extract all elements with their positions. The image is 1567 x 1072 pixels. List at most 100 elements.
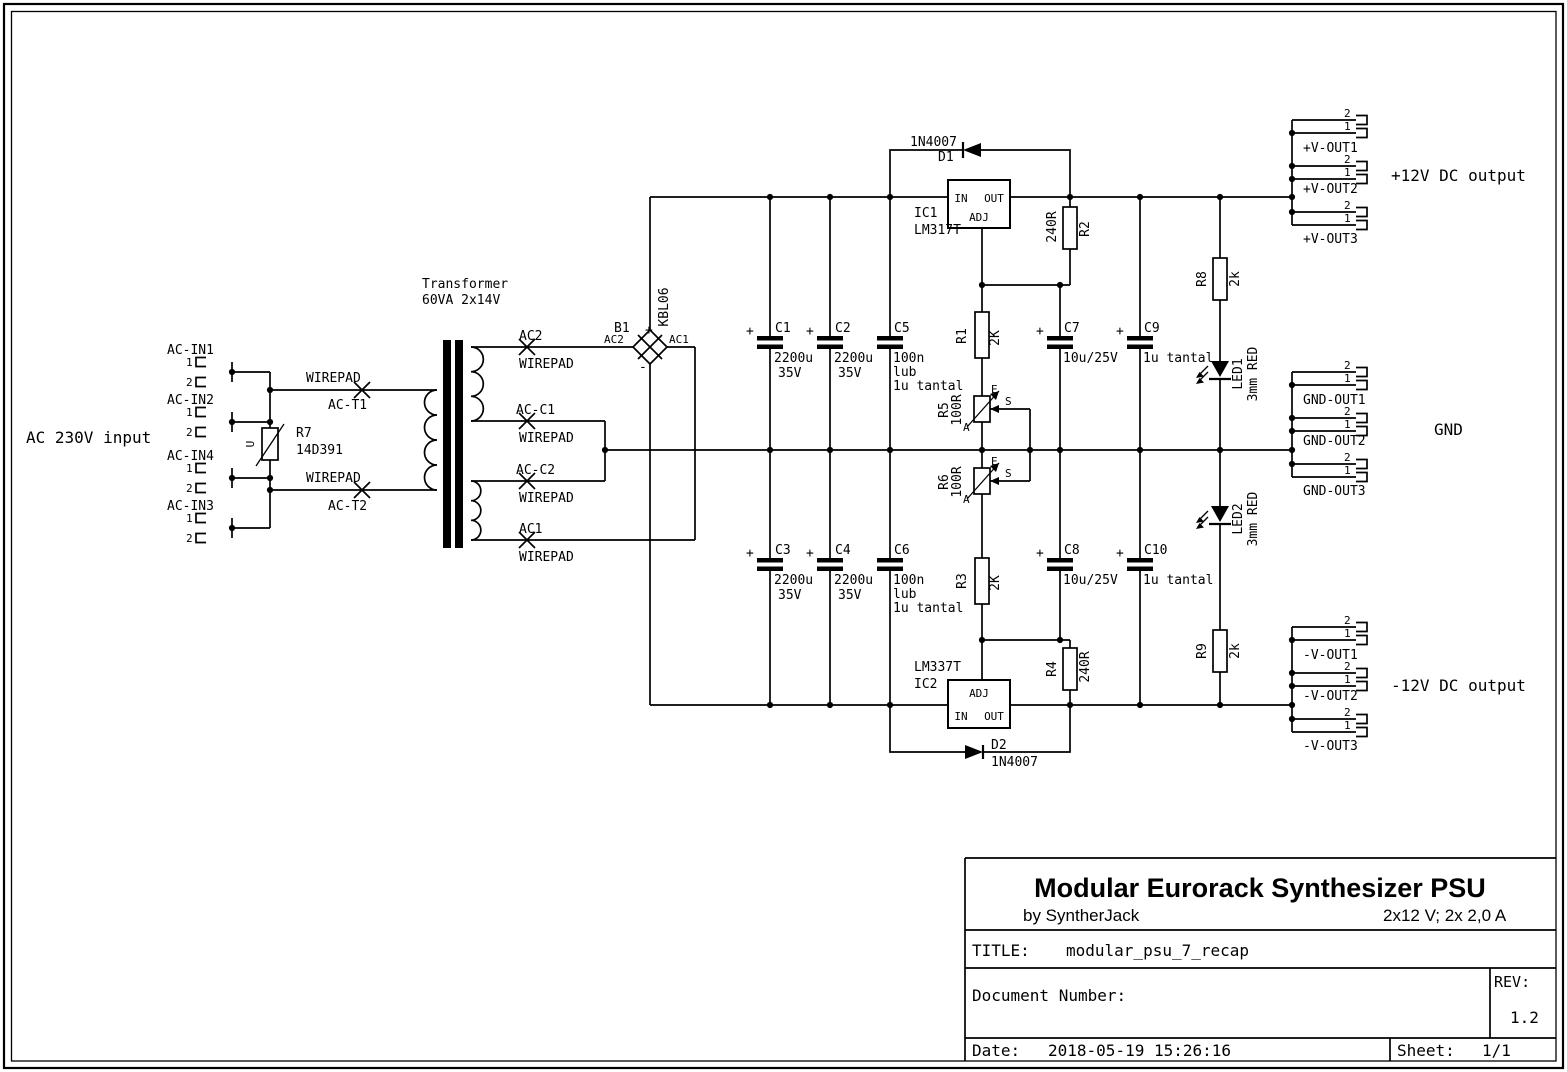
- led-led2: LED2 3mm RED: [1196, 491, 1261, 546]
- b1-minus: -: [639, 360, 647, 375]
- d1-value: 1N4007: [910, 135, 957, 150]
- rev-value: 1.2: [1510, 1008, 1539, 1027]
- pin-number: 1: [1344, 627, 1351, 640]
- r9-value: 2k: [1228, 643, 1243, 659]
- ic2-ref: IC2: [914, 677, 937, 692]
- wires-cap-columns: [769, 197, 891, 705]
- d2-ref: D2: [991, 738, 1007, 753]
- trimmer-r6: R6 100R E S A: [937, 455, 1012, 506]
- core-bar: [455, 340, 463, 548]
- c5-value1: 100n: [893, 351, 924, 366]
- c7-plus: +: [1036, 324, 1044, 339]
- junction-dots: [228, 129, 1296, 723]
- c2-ref: C2: [835, 321, 851, 336]
- wirepad-crosses: [353, 338, 536, 549]
- connector-name: AC-IN4: [167, 449, 214, 464]
- r3-value: 2K: [988, 575, 1003, 591]
- r1-ref: R1: [955, 328, 970, 344]
- resistor-r4: R4 240R: [1045, 647, 1093, 691]
- wirepad-ac-t1: WIREPAD AC-T1: [306, 371, 367, 413]
- wirepad-ac-c2: AC-C2 WIREPAD: [516, 463, 574, 506]
- c8-ref: C8: [1064, 543, 1080, 558]
- wires-transformer-secondary: [471, 346, 696, 541]
- pin-number: 1: [1344, 464, 1351, 477]
- wires-rails: [605, 196, 1292, 706]
- gnd-output-label: GND: [1434, 420, 1463, 439]
- c6-value1: 100n: [893, 573, 924, 588]
- wirepad-name: AC-T2: [328, 499, 367, 514]
- wirepad-label: WIREPAD: [306, 371, 361, 386]
- c6-ref: C6: [894, 543, 910, 558]
- connector-pos-out3: 2 1 +V-OUT3: [1303, 199, 1358, 247]
- regulator-ic2: ADJ IN OUT LM337T IC2: [914, 660, 1011, 729]
- wirepad-name: AC1: [519, 522, 542, 537]
- c1-voltage: 35V: [778, 366, 802, 381]
- input-pin-pads: [195, 356, 206, 544]
- b1-ac2-pin: AC2: [604, 333, 624, 346]
- transformer-value: 60VA 2x14V: [422, 293, 500, 308]
- pin-number: 2: [186, 426, 193, 439]
- c8-value: 10u/25V: [1063, 573, 1118, 588]
- connector-name: -V-OUT2: [1303, 689, 1358, 704]
- resistor-r3: R3 2K: [955, 557, 1003, 605]
- wire-layer: [231, 119, 1356, 753]
- transformer: Transformer 60VA 2x14V: [422, 277, 508, 548]
- c3-voltage: 35V: [778, 588, 802, 603]
- ic1-adj-pin: ADJ: [969, 211, 989, 224]
- capacitor-c3: + C3 2200u 35V: [746, 543, 813, 603]
- title-field-value: modular_psu_7_recap: [1066, 941, 1249, 960]
- pin-number: 1: [1344, 719, 1351, 732]
- pin-number: 2: [1344, 359, 1351, 372]
- doc-title: Modular Eurorack Synthesizer PSU: [1034, 873, 1486, 903]
- connector-neg-out2: 2 1 -V-OUT2: [1303, 660, 1358, 704]
- r6-e-pin: E: [991, 455, 998, 468]
- wirepad-name: AC2: [519, 329, 542, 344]
- connector-ac-in1: AC-IN1 1 2: [167, 343, 214, 389]
- connector-name: -V-OUT3: [1303, 739, 1358, 754]
- c5-ref: C5: [894, 321, 910, 336]
- led1-ref: LED1: [1231, 358, 1246, 389]
- r6-s-pin: S: [1005, 467, 1012, 480]
- date-value: 2018-05-19 15:26:16: [1048, 1041, 1231, 1060]
- c4-plus: +: [806, 546, 814, 561]
- b1-ref: B1: [614, 321, 630, 336]
- core-bar: [443, 340, 451, 548]
- r2-ref: R2: [1078, 221, 1093, 237]
- r4-value: 240R: [1078, 651, 1093, 682]
- pin-number: 2: [186, 376, 193, 389]
- connector-pos-out2: 2 1 +V-OUT2: [1303, 153, 1358, 197]
- wirepad-ac-c1: AC-C1 WIREPAD: [516, 403, 574, 446]
- r8-value: 2k: [1228, 271, 1243, 287]
- doc-author: by SyntherJack: [1023, 906, 1140, 925]
- secondary-winding-top: [470, 346, 485, 422]
- pin-number: 2: [186, 482, 193, 495]
- b1-value: KBL06: [657, 287, 672, 326]
- rev-label: REV:: [1494, 973, 1530, 991]
- secondary-winding-bottom: [470, 480, 482, 541]
- r7-ref: R7: [296, 426, 312, 441]
- pin-number: 1: [1344, 418, 1351, 431]
- doc-spec: 2x12 V; 2x 2,0 A: [1383, 906, 1507, 925]
- pin-number: 2: [1344, 405, 1351, 418]
- title-field-label: TITLE:: [972, 941, 1030, 960]
- led2-ref: LED2: [1231, 503, 1246, 534]
- connector-neg-out3: 2 1 -V-OUT3: [1303, 706, 1358, 754]
- regulator-ic1: IN OUT ADJ IC1 LM317T: [914, 179, 1011, 238]
- ac-input-section: AC 230V input AC-IN1 1 2 AC-IN2 1 2 AC-I…: [26, 343, 214, 545]
- r7-value: 14D391: [296, 443, 343, 458]
- c2-value: 2200u: [834, 351, 873, 366]
- c6-value2: lub: [893, 587, 917, 602]
- c4-ref: C4: [835, 543, 851, 558]
- r6-ref: R6: [937, 474, 952, 490]
- wirepad-label: WIREPAD: [306, 471, 361, 486]
- wirepad-ac1: AC1 WIREPAD: [519, 522, 574, 565]
- r3-ref: R3: [955, 573, 970, 589]
- connector-name: AC-IN2: [167, 393, 214, 408]
- r7-symbol: U: [244, 441, 257, 448]
- c10-value: 1u tantal: [1143, 573, 1213, 588]
- led-led1: LED1 3mm RED: [1196, 346, 1261, 401]
- connector-name: AC-IN3: [167, 499, 214, 514]
- connector-gnd-out2: 2 1 GND-OUT2: [1303, 405, 1366, 449]
- pin-number: 2: [1344, 107, 1351, 120]
- c7-value: 10u/25V: [1063, 351, 1118, 366]
